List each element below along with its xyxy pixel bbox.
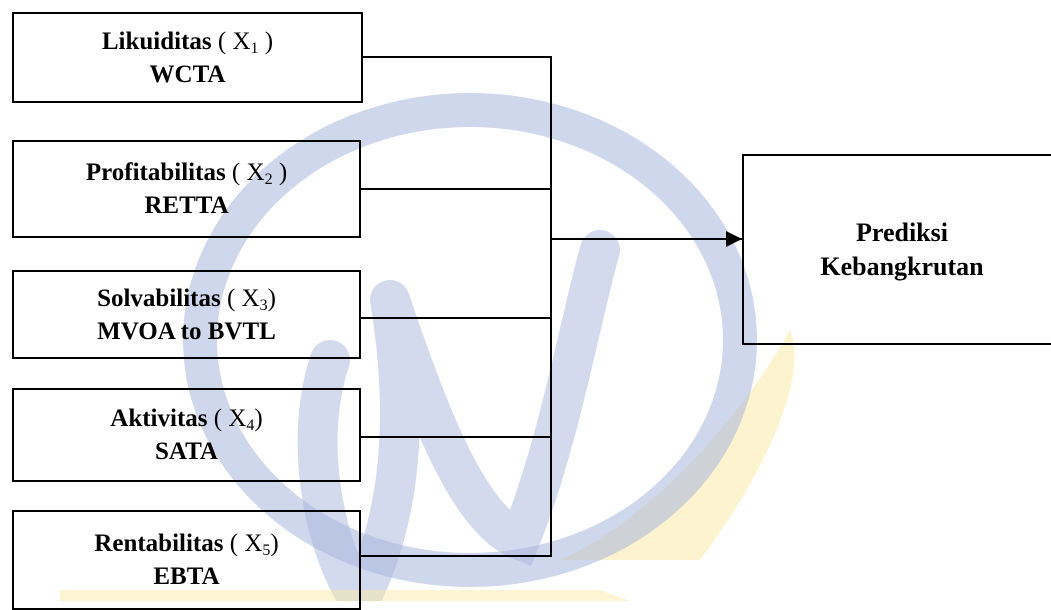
indicator-label: EBTA	[153, 563, 220, 590]
watermark-gold-base	[60, 590, 630, 601]
output-line-2: Kebangkrutan	[820, 251, 984, 281]
close-paren: )	[272, 159, 288, 186]
variable-letter: X	[232, 27, 251, 55]
connectors	[361, 56, 742, 557]
input-box-solvabilitas: Solvabilitas ( X3) MVOA to BVTL	[12, 270, 361, 359]
indicator-label: MVOA to BVTL	[97, 317, 276, 345]
variable-letter: X	[246, 159, 265, 186]
indicator-label: SATA	[155, 438, 218, 465]
variable-subscript: 2	[264, 171, 273, 188]
variable-subscript: 4	[246, 417, 255, 434]
input-box-rentabilitas: Rentabilitas ( X5) EBTA	[12, 510, 361, 610]
indicator-label: WCTA	[149, 60, 226, 88]
variable-subscript: 1	[250, 39, 259, 57]
watermark-logo	[60, 93, 795, 601]
watermark-blue-script	[297, 230, 620, 601]
input-box-profitabilitas: Profitabilitas ( X2 ) RETTA	[12, 140, 361, 238]
variable-letter: X	[241, 284, 260, 312]
input-title: Likuiditas ( X1 )	[101, 27, 274, 57]
variable-subscript: 3	[259, 296, 268, 314]
indicator-label: RETTA	[144, 192, 229, 219]
input-name: Solvabilitas	[97, 284, 221, 312]
close-paren: )	[254, 405, 263, 432]
variable-letter: X	[244, 530, 263, 557]
input-title: Solvabilitas ( X3)	[97, 284, 276, 314]
watermark-gold-swoosh	[560, 330, 795, 560]
close-paren: )	[258, 27, 274, 55]
variable-letter: X	[228, 405, 247, 432]
input-name: Rentabilitas	[94, 530, 224, 557]
input-name: Profitabilitas	[85, 159, 226, 186]
close-paren: )	[267, 284, 276, 312]
input-name: Aktivitas	[110, 405, 208, 432]
input-name: Likuiditas	[101, 27, 212, 55]
input-title: Aktivitas ( X4)	[110, 405, 263, 434]
input-box-aktivitas: Aktivitas ( X4) SATA	[12, 388, 361, 482]
input-title: Profitabilitas ( X2 )	[85, 159, 288, 188]
variable-subscript: 5	[262, 542, 271, 559]
watermark-blue-ring	[183, 93, 757, 587]
close-paren: )	[270, 530, 279, 557]
input-box-likuiditas: Likuiditas ( X1 ) WCTA	[12, 12, 363, 103]
input-title: Rentabilitas ( X5)	[94, 530, 279, 559]
output-line-1: Prediksi	[856, 217, 948, 247]
output-box-prediksi-kebangkrutan: Prediksi Kebangkrutan	[742, 154, 1051, 345]
